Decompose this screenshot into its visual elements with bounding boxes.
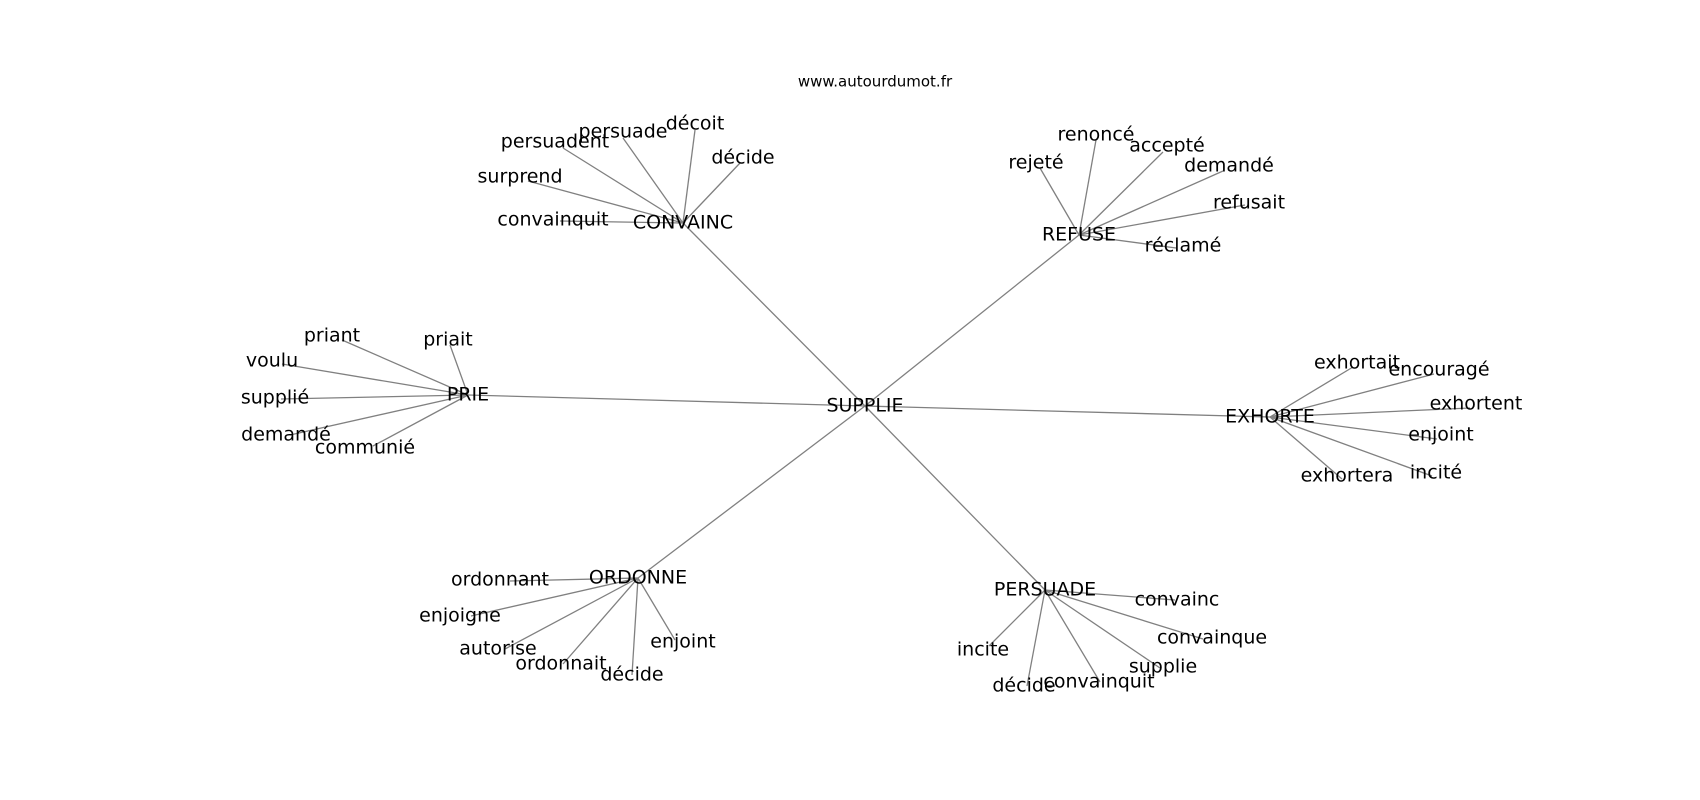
edge-hub-to-leaf xyxy=(1269,366,1354,418)
edge-hub-to-leaf xyxy=(1044,589,1176,601)
edge-hub-to-leaf xyxy=(281,363,469,396)
leaf-node-label[interactable]: enjoint xyxy=(1408,424,1473,446)
edge-hub-to-leaf xyxy=(1269,416,1438,440)
edge-layer xyxy=(280,129,1471,687)
edge-hub-to-leaf xyxy=(682,129,696,224)
leaf-node-label[interactable]: communié xyxy=(315,437,415,459)
edge-hub-to-leaf xyxy=(1044,589,1161,669)
leaf-node-label[interactable]: demandé xyxy=(241,424,331,446)
leaf-node-label[interactable]: persuade xyxy=(579,121,668,143)
edge-hub-to-leaf xyxy=(682,162,741,224)
edge-hub-to-leaf xyxy=(1039,167,1080,236)
leaf-node-label[interactable]: refusait xyxy=(1213,192,1285,214)
leaf-node-label[interactable]: décoit xyxy=(666,113,725,135)
edge-hub-to-leaf xyxy=(1078,170,1224,236)
edge-hub-to-leaf xyxy=(1078,204,1246,236)
leaf-node-label[interactable]: voulu xyxy=(246,350,298,372)
leaf-node-label[interactable]: surprend xyxy=(478,166,563,188)
leaf-node-label[interactable]: réclamé xyxy=(1145,235,1222,257)
leaf-node-label[interactable]: convainquit xyxy=(1043,671,1154,693)
edge-hub-to-leaf xyxy=(637,577,676,641)
leaf-node-label[interactable]: ordonnait xyxy=(515,653,606,675)
leaf-node-label[interactable]: ordonnant xyxy=(451,569,549,591)
edge-hub-to-leaf xyxy=(504,577,639,650)
leaf-node-label[interactable]: convainquit xyxy=(497,209,608,231)
edge-hub-to-leaf xyxy=(988,589,1046,647)
leaf-node-label[interactable]: décide xyxy=(711,147,774,169)
leaf-node-label[interactable]: exhortait xyxy=(1314,352,1400,374)
edge-hub-to-leaf xyxy=(1044,589,1204,640)
leaf-node-label[interactable]: exhortent xyxy=(1430,393,1523,415)
hub-node-label[interactable]: EXHORTE xyxy=(1225,406,1315,428)
edge-hub-to-leaf xyxy=(631,577,639,676)
leaf-node-label[interactable]: autorise xyxy=(459,638,536,660)
leaf-node-label[interactable]: demandé xyxy=(1184,155,1274,177)
leaf-node-label[interactable]: enjoint xyxy=(650,631,715,653)
leaf-node-label[interactable]: accepté xyxy=(1129,135,1204,157)
edge-hub-to-leaf xyxy=(622,137,684,224)
edge-root-to-hub xyxy=(864,234,1080,407)
edge-hub-to-leaf xyxy=(509,577,639,582)
leaf-node-label[interactable]: enjoigne xyxy=(419,605,501,627)
edge-hub-to-leaf xyxy=(1269,416,1343,480)
leaf-node-label[interactable]: décide xyxy=(992,675,1055,697)
edge-hub-to-leaf xyxy=(1026,589,1046,687)
edge-hub-to-leaf xyxy=(562,577,639,665)
hub-node-label[interactable]: PRIE xyxy=(447,384,489,406)
edge-hub-to-leaf xyxy=(1078,151,1164,236)
hub-node-label[interactable]: CONVAINC xyxy=(633,212,733,234)
edge-hub-to-leaf xyxy=(559,220,684,224)
edge-root-to-hub xyxy=(467,394,866,407)
edge-root-to-hub xyxy=(682,222,866,407)
edge-hub-to-leaf xyxy=(1078,234,1177,249)
leaf-node-label[interactable]: exhortera xyxy=(1301,465,1394,487)
leaf-node-label[interactable]: incité xyxy=(1410,462,1462,484)
edge-root-to-hub xyxy=(637,405,866,579)
edge-hub-to-leaf xyxy=(470,577,639,617)
leaf-node-label[interactable]: priant xyxy=(304,325,360,347)
leaf-node-label[interactable]: renoncé xyxy=(1058,124,1135,146)
edge-hub-to-leaf xyxy=(1269,407,1471,418)
leaf-node-label[interactable]: supplié xyxy=(241,387,309,409)
edge-hub-to-leaf xyxy=(372,394,469,447)
edge-root-to-hub xyxy=(864,405,1046,591)
leaf-node-label[interactable]: persuadent xyxy=(501,131,609,153)
leaf-node-label[interactable]: convainque xyxy=(1157,627,1267,649)
edge-root-to-hub xyxy=(864,405,1271,418)
edge-hub-to-leaf xyxy=(1269,416,1433,477)
leaf-node-label[interactable]: rejeté xyxy=(1008,152,1063,174)
hub-node-label[interactable]: REFUSE xyxy=(1042,224,1116,246)
edge-hub-to-leaf xyxy=(449,344,469,396)
leaf-node-label[interactable]: encouragé xyxy=(1388,359,1489,381)
edge-hub-to-leaf xyxy=(280,394,469,400)
leaf-node-label[interactable]: incite xyxy=(957,639,1009,661)
site-watermark: www.autourdumot.fr xyxy=(798,73,953,91)
leaf-node-label[interactable]: supplie xyxy=(1129,656,1197,678)
edge-hub-to-leaf xyxy=(289,394,469,436)
leaf-node-label[interactable]: décide xyxy=(600,664,663,686)
edge-hub-to-leaf xyxy=(562,147,684,224)
edge-hub-to-leaf xyxy=(527,180,684,224)
edge-hub-to-leaf xyxy=(1269,373,1435,418)
leaf-node-label[interactable]: convainc xyxy=(1135,589,1220,611)
root-node-label[interactable]: SUPPLIE xyxy=(826,395,903,417)
hub-node-label[interactable]: ORDONNE xyxy=(589,567,687,589)
edge-hub-to-leaf xyxy=(1078,139,1097,236)
hub-node-label[interactable]: PERSUADE xyxy=(994,579,1096,601)
edge-hub-to-leaf xyxy=(1044,589,1101,683)
edge-hub-to-leaf xyxy=(341,339,469,396)
leaf-node-label[interactable]: priait xyxy=(423,329,473,351)
